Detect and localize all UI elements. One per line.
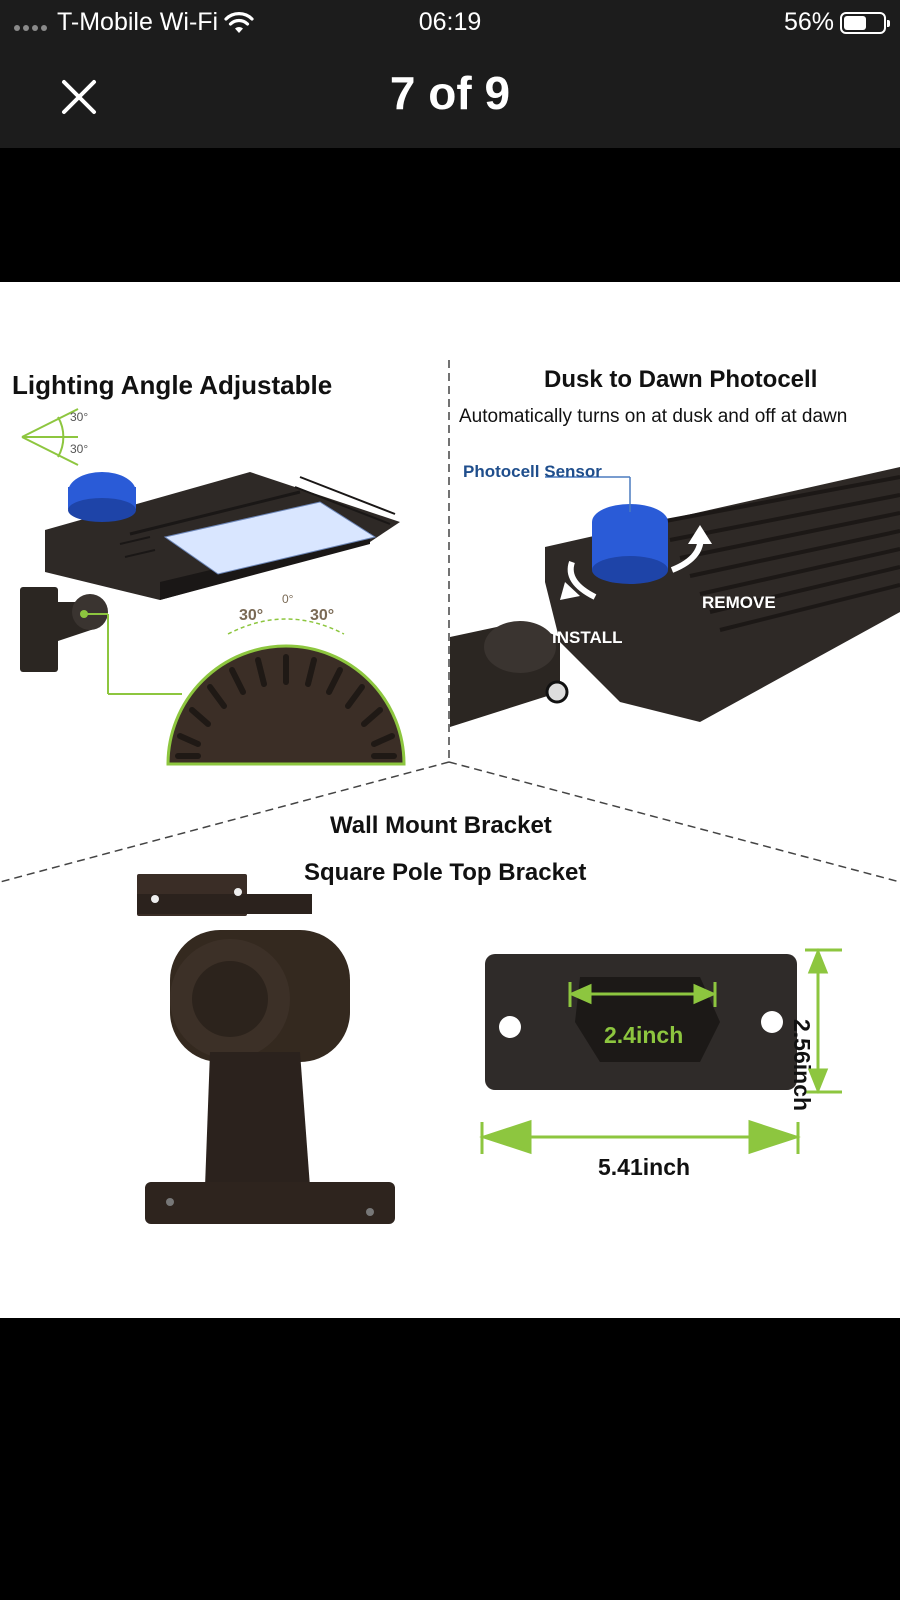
- pole-top-bracket: [137, 874, 395, 1224]
- dial-center-label: 0°: [282, 592, 294, 606]
- nav-bar: 7 of 9: [0, 46, 900, 148]
- photocell-sensor-label: Photocell Sensor: [463, 462, 602, 481]
- photocell-heading: Dusk to Dawn Photocell: [544, 366, 818, 393]
- close-icon: [62, 80, 96, 114]
- battery-status: 56%: [783, 8, 890, 37]
- remove-label: REMOVE: [702, 593, 776, 612]
- angle-top-label: 30°: [70, 410, 89, 424]
- wifi-icon: [224, 11, 254, 33]
- carrier-name: T-Mobile Wi-Fi: [57, 8, 219, 36]
- lighting-angle-heading: Lighting Angle Adjustable: [12, 370, 333, 400]
- pole-top-label: Square Pole Top Bracket: [304, 859, 587, 886]
- photocell-subtitle: Automatically turns on at dusk and off a…: [459, 406, 848, 427]
- battery-icon: [840, 11, 890, 34]
- inner-width-label: 2.4inch: [604, 1022, 684, 1048]
- street-light-fixture: [20, 472, 400, 695]
- cellular-signal-icon: [14, 15, 47, 31]
- battery-percent: 56%: [783, 8, 834, 36]
- dimension-outer-width: [479, 1119, 801, 1155]
- bracket-plate: [485, 954, 797, 1090]
- dial-left-label: 30°: [239, 607, 264, 624]
- product-image[interactable]: Lighting Angle Adjustable 30° 30° 30° 0°…: [0, 282, 900, 1318]
- close-button[interactable]: [56, 74, 102, 120]
- outer-width-label: 5.41inch: [598, 1154, 691, 1180]
- product-illustration: [0, 360, 900, 1224]
- clock: 06:19: [418, 8, 482, 36]
- install-label: INSTALL: [552, 628, 623, 647]
- carrier-info: T-Mobile Wi-Fi: [14, 8, 254, 37]
- photocell-fixture: [450, 467, 900, 727]
- status-bar: T-Mobile Wi-Fi 06:19 56%: [0, 0, 900, 46]
- dimension-height: [805, 947, 842, 1095]
- angle-dial: [166, 618, 406, 766]
- angle-bottom-label: 30°: [70, 442, 89, 456]
- wall-mount-label: Wall Mount Bracket: [330, 812, 552, 839]
- angle-indicator-icon: [21, 408, 79, 466]
- dimension-inner-width: [568, 982, 717, 1007]
- dial-right-label: 30°: [310, 607, 335, 624]
- page-counter: 7 of 9: [389, 67, 511, 119]
- height-label: 2.56inch: [789, 1019, 815, 1112]
